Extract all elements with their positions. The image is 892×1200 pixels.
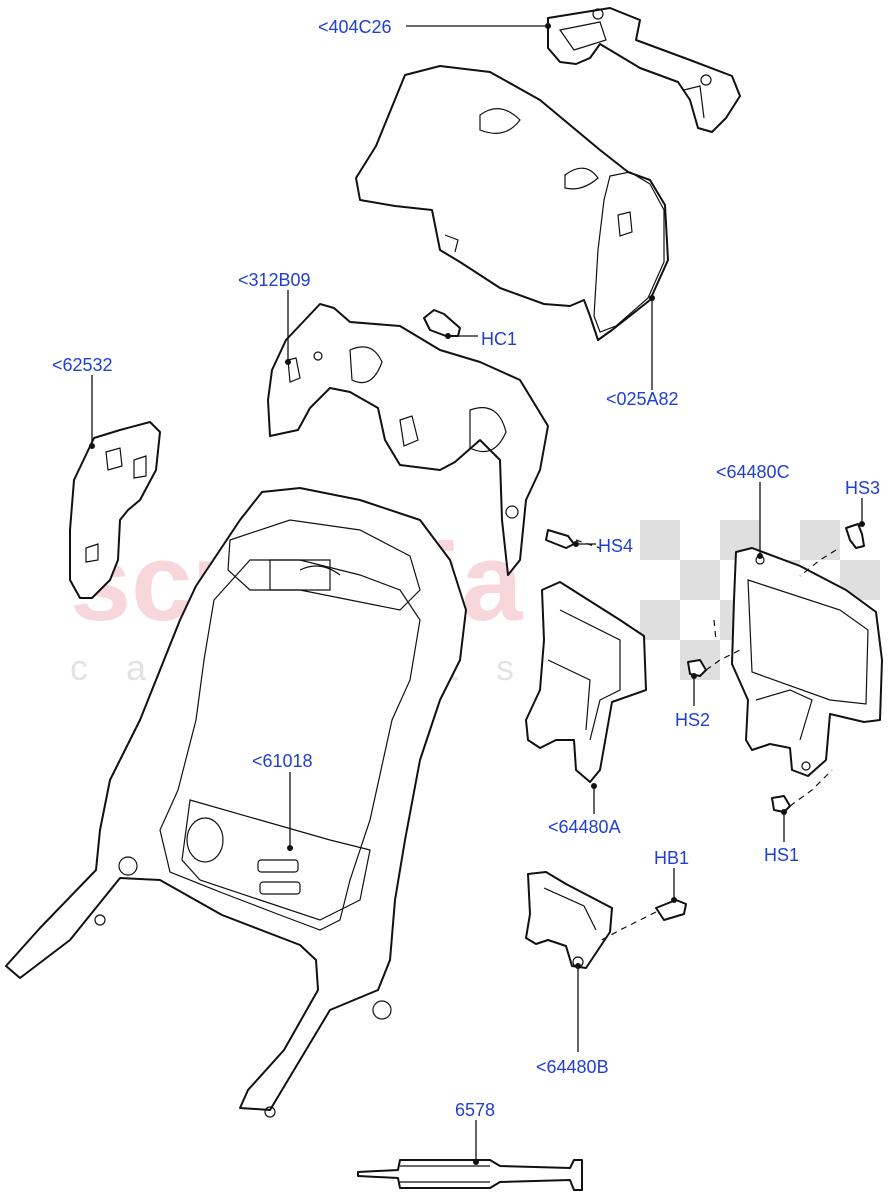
part-6578-syringe bbox=[357, 1159, 583, 1191]
callout-labels: <404C26 <312B09 HC1 <62532 <025A82 <6448… bbox=[52, 17, 880, 1120]
part-61018-seat-frame bbox=[5, 487, 467, 1118]
callout-64480a[interactable]: <64480A bbox=[548, 817, 621, 837]
fastener-hs2 bbox=[687, 659, 707, 677]
part-64480a-bracket bbox=[525, 581, 647, 783]
callout-hs3[interactable]: HS3 bbox=[845, 478, 880, 498]
fastener-hb1 bbox=[655, 899, 687, 921]
part-62532-side-panel bbox=[69, 421, 161, 599]
fastener-hs1 bbox=[771, 795, 791, 813]
fastener-hs4 bbox=[545, 529, 575, 549]
callout-62532[interactable]: <62532 bbox=[52, 355, 113, 375]
part-64480c-frame bbox=[731, 547, 883, 777]
callout-64480b[interactable]: <64480B bbox=[536, 1057, 609, 1077]
callout-64480c[interactable]: <64480C bbox=[716, 462, 790, 482]
callout-025a82[interactable]: <025A82 bbox=[606, 389, 679, 409]
part-64480b-bracket bbox=[525, 871, 613, 969]
callout-hs2[interactable]: HS2 bbox=[675, 710, 710, 730]
callout-hc1[interactable]: HC1 bbox=[481, 329, 517, 349]
fastener-hs3 bbox=[845, 523, 865, 549]
leader-lines bbox=[89, 23, 865, 1165]
part-025a82-rear-panel bbox=[355, 65, 669, 341]
callout-hs4[interactable]: HS4 bbox=[598, 536, 633, 556]
callout-312b09[interactable]: <312B09 bbox=[238, 270, 311, 290]
callout-hs1[interactable]: HS1 bbox=[764, 845, 799, 865]
callout-61018[interactable]: <61018 bbox=[252, 751, 313, 771]
part-312b09-upper-frame bbox=[267, 303, 549, 576]
part-hc1-clip bbox=[423, 309, 461, 337]
callout-404c26[interactable]: <404C26 bbox=[318, 17, 392, 37]
callout-6578[interactable]: 6578 bbox=[455, 1100, 495, 1120]
callout-hb1[interactable]: HB1 bbox=[654, 848, 689, 868]
part-404c26-bracket bbox=[547, 7, 741, 133]
